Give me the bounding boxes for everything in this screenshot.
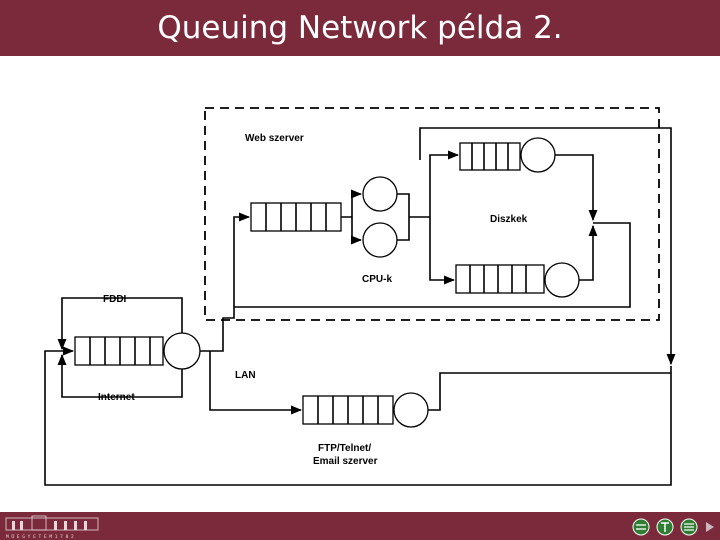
- connections: [44, 127, 676, 486]
- ftp-label-line2: Email szerver: [313, 456, 378, 467]
- nav-prev-icon[interactable]: [632, 518, 650, 536]
- lan-label: LAN: [235, 370, 256, 381]
- nav-home-icon[interactable]: [656, 518, 674, 536]
- disk-server-2: [544, 262, 580, 298]
- slide-title: Queuing Network példa 2.: [157, 10, 563, 46]
- footer-bar: M Ű E G Y E T E M 1 7 8 2: [0, 512, 720, 540]
- web-server-boundary: [204, 107, 660, 321]
- disk-queue-1: [459, 142, 521, 171]
- disks-label: Diszkek: [490, 214, 528, 225]
- university-logo: M Ű E G Y E T E M 1 7 8 2: [5, 515, 99, 540]
- disk-queue-2: [455, 264, 545, 294]
- nav-last-icon[interactable]: [704, 518, 718, 536]
- fddi-label: FDDI: [103, 294, 127, 305]
- cpu-queue: [250, 202, 342, 232]
- ftp-server: [393, 392, 429, 428]
- ftp-label-line1: FTP/Telnet/: [318, 443, 371, 454]
- logo-text: M Ű E G Y E T E M 1 7 8 2: [6, 533, 74, 540]
- nav-buttons: [632, 517, 718, 537]
- network-server: [163, 332, 201, 370]
- nav-next-icon[interactable]: [680, 518, 698, 536]
- disk-server-1: [520, 137, 556, 173]
- cpu-label: CPU-k: [362, 274, 392, 285]
- title-bar: Queuing Network példa 2.: [0, 0, 720, 56]
- web-server-label: Web szerver: [245, 133, 304, 144]
- cpu-server-2: [362, 222, 398, 258]
- ftp-queue: [302, 395, 394, 425]
- network-queue: [74, 336, 164, 366]
- cpu-server-1: [362, 176, 398, 212]
